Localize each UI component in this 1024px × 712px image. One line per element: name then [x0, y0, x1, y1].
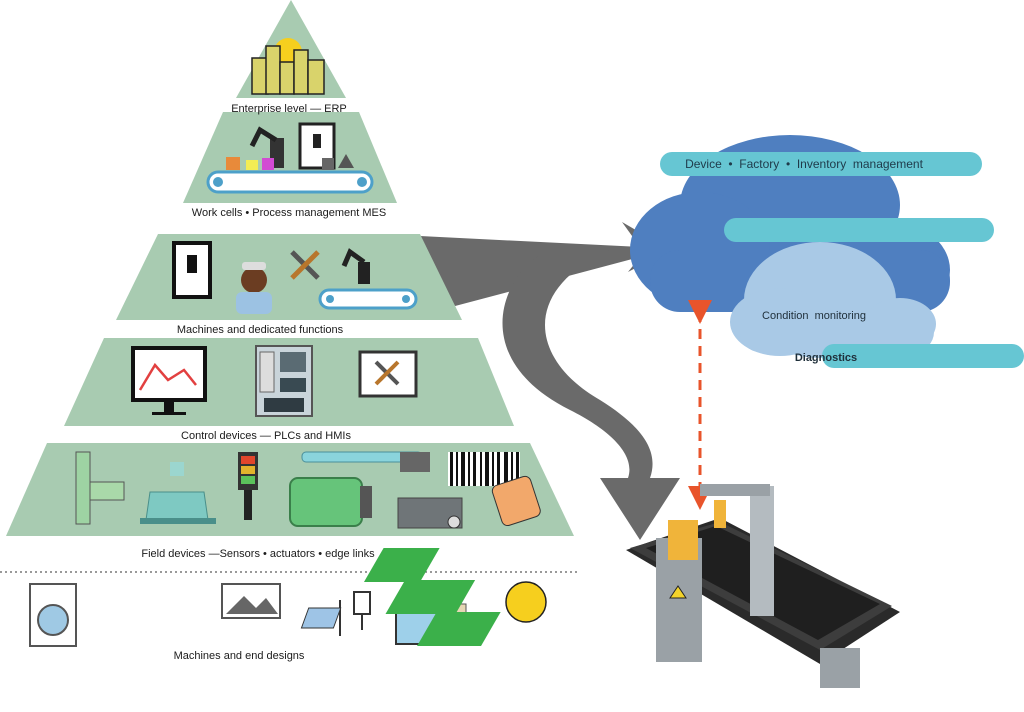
plc-panel-icon: [255, 345, 313, 417]
pill-middle: [724, 218, 994, 242]
robot-arm-icon: [341, 248, 370, 284]
barcode-icon: [448, 452, 520, 486]
tier-label-field: Field devices —Sensors • actuators • edg…: [141, 548, 375, 560]
handheld-scanner-icon: [491, 475, 541, 527]
tier-label-control: Control devices — PLCs and HMIs: [181, 430, 351, 442]
technician-icon: [236, 262, 272, 314]
wrench-screwdriver-icon: [290, 250, 320, 280]
bottom-label: Machines and end designs: [174, 650, 305, 662]
tier-label-workcells: Work cells • Process management MES: [192, 207, 386, 219]
pill-top-label: Device • Factory • Inventory management: [685, 157, 923, 171]
iv-drip-icon: [339, 591, 371, 636]
diagnostics-label: Diagnostics: [795, 352, 857, 364]
3d-printer-icon: [172, 241, 212, 299]
valve-actuator-icon: [75, 451, 125, 525]
electric-motor-icon: [289, 477, 372, 527]
flow-arrow-to-machine: [502, 250, 680, 540]
hmi-tools-icon: [358, 350, 418, 398]
tier-label-machines: Machines and dedicated functions: [177, 324, 344, 336]
tank-mixer-icon: [140, 462, 216, 524]
linear-actuator-icon: [301, 451, 430, 472]
conveyor-belt-icon: [318, 288, 418, 310]
conveyor-belt-icon: [206, 170, 374, 194]
pick-and-place-machine-icon: [363, 484, 900, 688]
cloud-light-shape: [730, 242, 936, 358]
pill-diagnostics: [822, 344, 1024, 368]
tier-label-enterprise: Enterprise level — ERP: [231, 103, 347, 115]
pill-top: [660, 152, 982, 176]
washing-machine-icon: [29, 583, 77, 647]
solar-panel-icon: [300, 581, 547, 629]
drive-controller-icon: [397, 497, 463, 529]
picture-frame-icon: [221, 583, 281, 619]
city-skyline-icon: [251, 38, 325, 95]
monitor-chart-icon: [131, 346, 207, 415]
condition-monitoring-label: Condition monitoring: [762, 310, 866, 322]
stack-light-icon: [238, 452, 258, 520]
parts-icons: [226, 154, 354, 170]
